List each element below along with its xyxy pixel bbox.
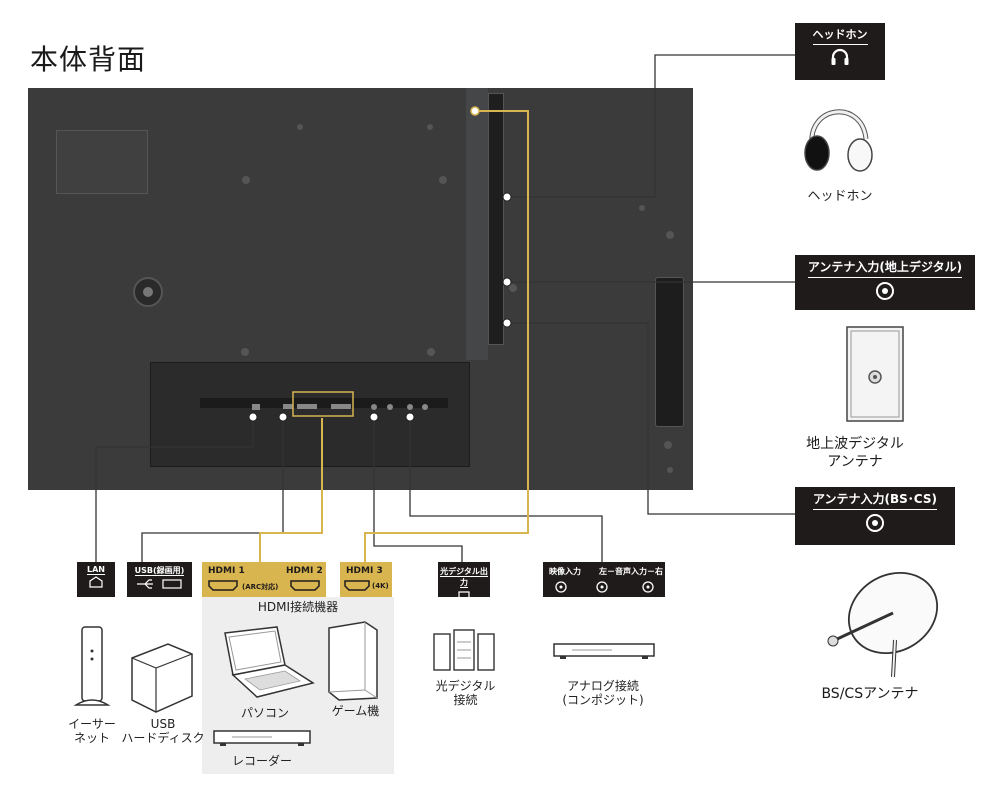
headphone-label: ヘッドホン: [807, 189, 873, 204]
hdmi1-note: (ARC対応): [242, 583, 279, 591]
headphone-icon: [831, 48, 849, 65]
usb-hdd-label-line2: ハードディスク: [121, 730, 205, 745]
headphone-box-label: ヘッドホン: [812, 26, 868, 45]
analog-device-icon: [553, 643, 655, 659]
router-icon: [73, 626, 111, 706]
usb-hdd-label: USB ハードディスク: [118, 717, 208, 746]
control-button-panel: [655, 277, 684, 427]
hdmi1-label: HDMI 1: [208, 566, 245, 576]
analog-device-label-line1: アナログ接続: [567, 679, 639, 693]
recorder-label: レコーダー: [231, 754, 292, 768]
analog-device-label-line2: (コンポジット): [562, 692, 644, 707]
rca-jack-icons: [555, 581, 654, 593]
recorder-icon: [213, 730, 311, 746]
hdmi2-port-icon: [290, 580, 320, 591]
coax-icon: [866, 514, 884, 532]
hdmi-port-highlight: [292, 391, 354, 417]
wall-outlet-icon: [846, 326, 904, 422]
ethernet-label-line2: ネット: [73, 730, 110, 745]
game-label: ゲーム機: [331, 704, 380, 718]
page-title: 本体背面: [30, 43, 147, 76]
hdmi3-note: (4K): [372, 582, 389, 590]
analog-terminal-box: 映像入力 左－音声入力－右: [543, 562, 665, 597]
lan-port-icon: [89, 576, 103, 588]
usb-hdd-icon: [131, 643, 193, 713]
pc-label: パソコン: [240, 706, 289, 720]
antenna-terrestrial-label-line2: アンテナ: [827, 454, 883, 471]
hdmi3-label: HDMI 3: [346, 566, 383, 576]
stereo-icon: [433, 629, 495, 671]
antenna-bs-box: アンテナ入力(BS･CS): [795, 487, 955, 545]
screw-icons: [241, 124, 674, 473]
caution-label: [56, 130, 148, 194]
headphone-terminal-box: ヘッドホン: [795, 23, 885, 80]
usb-hdd-label-line1: USB: [150, 717, 176, 731]
usb-port-icon: [136, 579, 182, 589]
optical-device-label-line1: 光デジタル: [435, 679, 496, 693]
lan-terminal-box: LAN: [77, 562, 115, 597]
hdmi1-port-icon: [208, 580, 238, 591]
optical-device-label-line2: 接続: [453, 692, 478, 707]
antenna-bs-label: BS/CSアンテナ: [821, 686, 919, 702]
analog-device-label: アナログ接続 (コンポジット): [548, 679, 658, 708]
audio-in-label: 左－音声入力－右: [599, 567, 663, 576]
hdmi2-label: HDMI 2: [286, 566, 323, 576]
bottom-terminal-recess: [150, 362, 470, 467]
video-in-label: 映像入力: [549, 567, 581, 576]
bottom-port-strip: [200, 398, 448, 408]
antenna-terrestrial-box-label: アンテナ入力(地上デジタル): [807, 258, 963, 278]
optical-port-icon: [458, 591, 470, 602]
bottom-port-shapes: [252, 404, 428, 410]
antenna-bs-box-label: アンテナ入力(BS･CS): [813, 490, 937, 510]
antenna-terrestrial-label-line1: 地上波デジタル: [806, 436, 904, 452]
antenna-terrestrial-label: 地上波デジタル アンテナ: [790, 435, 920, 471]
hdmi-devices-title: HDMI接続機器: [257, 600, 339, 614]
usb-label: USB(録画用): [134, 566, 185, 576]
game-console-icon: [328, 621, 378, 701]
laptop-icon: [224, 626, 315, 698]
usb-terminal-box: USB(録画用): [127, 562, 192, 597]
headphones-icon: [804, 109, 873, 172]
hdmi3-port-icon: [344, 580, 370, 591]
coax-icon: [876, 282, 894, 300]
hdmi-3-terminal-box: HDMI 3 (4K): [340, 562, 392, 597]
lan-label: LAN: [87, 565, 105, 575]
hdmi-1-2-terminal-box: HDMI 1 HDMI 2 (ARC対応): [202, 562, 326, 597]
antenna-terrestrial-box: アンテナ入力(地上デジタル): [795, 255, 975, 310]
ethernet-label-line1: イーサー: [68, 717, 116, 731]
optical-terminal-box: 光デジタル出力: [438, 562, 490, 602]
optical-device-label: 光デジタル 接続: [428, 679, 503, 708]
satellite-dish-icon: [827, 571, 939, 678]
side-terminal-panel: [466, 88, 488, 360]
side-port-strip: [488, 93, 504, 345]
optical-label: 光デジタル出力: [440, 567, 488, 588]
ethernet-label: イーサー ネット: [62, 717, 122, 746]
